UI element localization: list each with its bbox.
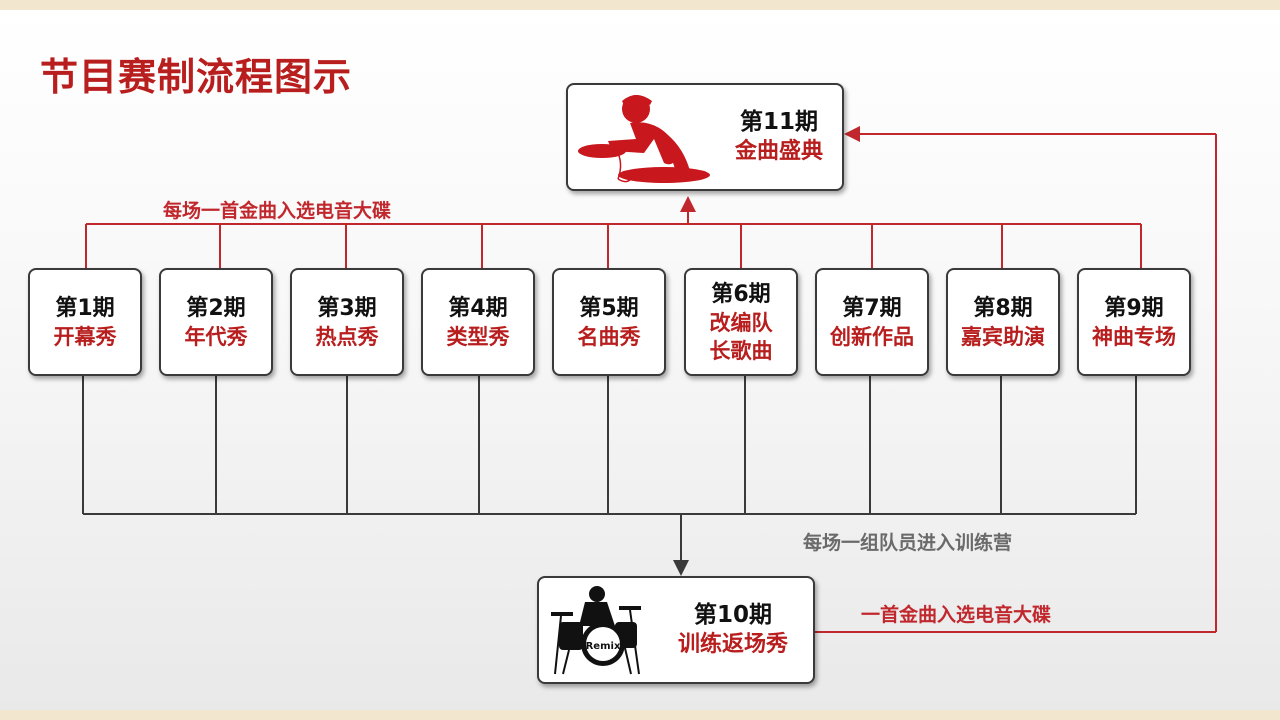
episode-number: 第8期 — [973, 295, 1033, 321]
episode-9-box: 第9期 神曲专场 — [1077, 268, 1191, 376]
episode-2-box: 第2期 年代秀 — [159, 268, 273, 376]
episode-name: 热点秀 — [315, 324, 379, 349]
top-flow-label: 每场一首金曲入选电音大碟 — [163, 200, 392, 222]
episode-number: 第3期 — [317, 295, 377, 321]
bottom-flow-label: 每场一组队员进入训练营 — [803, 532, 1013, 554]
drum-logo-text: Remix — [586, 641, 621, 652]
episode-name-line2: 长歌曲 — [709, 338, 773, 363]
episode-number: 第1期 — [55, 295, 115, 321]
episode-name: 嘉宾助演 — [961, 324, 1045, 349]
episode-name: 年代秀 — [184, 324, 248, 349]
episode-number: 第5期 — [579, 295, 639, 321]
episode-5-box: 第5期 名曲秀 — [552, 268, 666, 376]
training-box: Remix 第10期 训练返场秀 — [537, 576, 815, 684]
return-flow-label: 一首金曲入选电音大碟 — [861, 604, 1052, 626]
finale-name: 金曲盛典 — [734, 139, 823, 164]
training-number: 第10期 — [693, 602, 772, 628]
training-name: 训练返场秀 — [677, 632, 788, 657]
episode-name: 改编队 — [709, 310, 773, 335]
episode-number: 第9期 — [1104, 295, 1164, 321]
episode-name: 神曲专场 — [1092, 324, 1176, 349]
finale-number: 第11期 — [739, 109, 818, 135]
episode-8-box: 第8期 嘉宾助演 — [946, 268, 1060, 376]
episode-3-box: 第3期 热点秀 — [290, 268, 404, 376]
episode-4-box: 第4期 类型秀 — [421, 268, 535, 376]
bottom-dark-connector — [82, 376, 1137, 576]
finale-box: 第11期 金曲盛典 — [566, 83, 844, 191]
episode-name: 开幕秀 — [53, 324, 117, 349]
episode-number: 第7期 — [842, 295, 902, 321]
episode-number: 第4期 — [448, 295, 508, 321]
dj-icon — [578, 95, 710, 183]
drummer-icon: Remix — [551, 586, 641, 675]
page-title: 节目赛制流程图示 — [40, 55, 353, 99]
episode-number: 第6期 — [711, 281, 771, 307]
episode-name: 创新作品 — [830, 324, 914, 349]
episode-7-box: 第7期 创新作品 — [815, 268, 929, 376]
return-red-connector — [814, 126, 1217, 633]
episode-6-box: 第6期 改编队 长歌曲 — [684, 268, 798, 376]
episode-name: 类型秀 — [446, 324, 510, 349]
top-red-connector — [85, 196, 1142, 268]
episode-name: 名曲秀 — [577, 324, 641, 349]
episode-1-box: 第1期 开幕秀 — [28, 268, 142, 376]
episode-number: 第2期 — [186, 295, 246, 321]
